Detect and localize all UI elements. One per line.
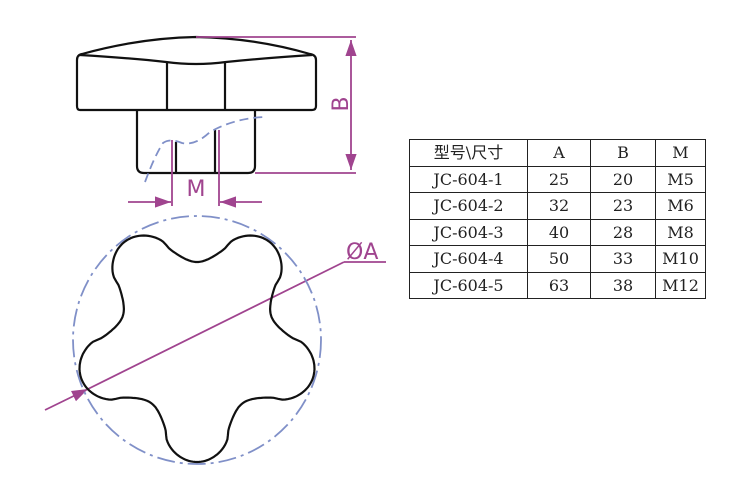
cell: 50 [527, 245, 591, 273]
header-cell: 型号\尺寸 [409, 139, 528, 167]
cell: JC-604-1 [409, 165, 528, 193]
cell: M6 [655, 192, 706, 220]
height-label: B [329, 96, 354, 111]
cell: 38 [590, 271, 656, 299]
cell: 25 [527, 165, 591, 193]
table-header-row: 型号\尺寸 A B M [409, 139, 706, 167]
break-line [144, 116, 266, 183]
header-cell: M [655, 139, 706, 167]
pitch-circle [72, 215, 322, 465]
cell: 40 [527, 218, 591, 246]
cell: M10 [655, 245, 706, 273]
cell: 23 [590, 192, 656, 220]
header-cell: B [590, 139, 656, 167]
five-lobe-knob-outline [78, 234, 316, 464]
dimension-lines [44, 36, 386, 411]
cell: M12 [655, 271, 706, 299]
cell: JC-604-4 [409, 245, 528, 273]
cell: 33 [590, 245, 656, 273]
knob-head-outline [75, 35, 318, 112]
cell: M8 [655, 218, 706, 246]
cell: M5 [655, 165, 706, 193]
cell: 20 [590, 165, 656, 193]
cell: JC-604-2 [409, 192, 528, 220]
cell: 28 [590, 218, 656, 246]
diameter-label: ØA [346, 240, 378, 265]
side-view [75, 35, 318, 175]
knob-shaft-outline [135, 110, 257, 175]
cell: 32 [527, 192, 591, 220]
cell: 63 [527, 271, 591, 299]
thread-label: M [187, 177, 206, 202]
cell: JC-604-5 [409, 271, 528, 299]
cell: JC-604-3 [409, 218, 528, 246]
knob-head-inner-curve [79, 53, 313, 66]
header-cell: A [527, 139, 591, 167]
